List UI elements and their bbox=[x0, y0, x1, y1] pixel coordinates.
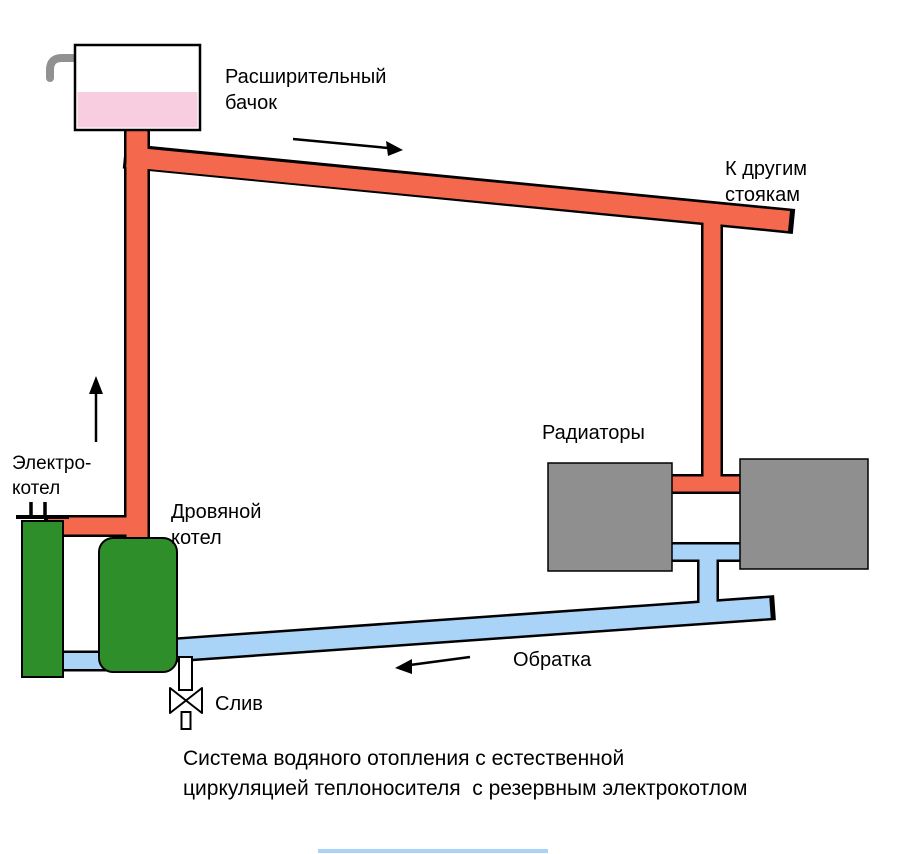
flow-arrow-up-icon bbox=[89, 376, 103, 442]
flow-arrows bbox=[89, 137, 471, 674]
wood-boiler-body bbox=[98, 537, 178, 673]
electric-boiler-body bbox=[21, 520, 64, 678]
radiators bbox=[547, 458, 869, 572]
expansion-tank bbox=[46, 43, 202, 132]
drain-valve bbox=[169, 656, 203, 730]
label-expansion-tank: Расширительный бачок bbox=[225, 66, 387, 114]
drain-stub bbox=[180, 711, 192, 730]
bottom-blue-line bbox=[318, 849, 548, 853]
label-wood-boiler: Дровяной котел bbox=[171, 501, 262, 549]
diagram-caption: Система водяного отопления с естественно… bbox=[183, 747, 748, 801]
radiator-right bbox=[739, 458, 869, 570]
overflow-spout-icon bbox=[46, 54, 83, 82]
flow-arrow-left-icon bbox=[395, 655, 471, 674]
electric-terminals-icon bbox=[29, 502, 47, 517]
label-return-line: Обратка bbox=[513, 649, 592, 671]
flow-arrow-right-icon bbox=[292, 137, 403, 156]
label-electric-boiler: Электро- котел bbox=[12, 453, 92, 499]
hot-water-pipes bbox=[48, 118, 790, 556]
drain-pipe bbox=[178, 656, 193, 691]
radiator-left bbox=[547, 462, 673, 572]
label-radiators: Радиаторы bbox=[542, 422, 645, 444]
label-drain: Слив bbox=[215, 693, 263, 715]
electric-boiler bbox=[16, 502, 69, 678]
tank-fluid bbox=[77, 92, 198, 128]
valve-icon bbox=[169, 687, 203, 714]
hot-top-run-pipe bbox=[126, 147, 790, 231]
label-to-other-risers: К другим стоякам bbox=[725, 158, 807, 206]
return-run-pipe bbox=[173, 598, 771, 660]
